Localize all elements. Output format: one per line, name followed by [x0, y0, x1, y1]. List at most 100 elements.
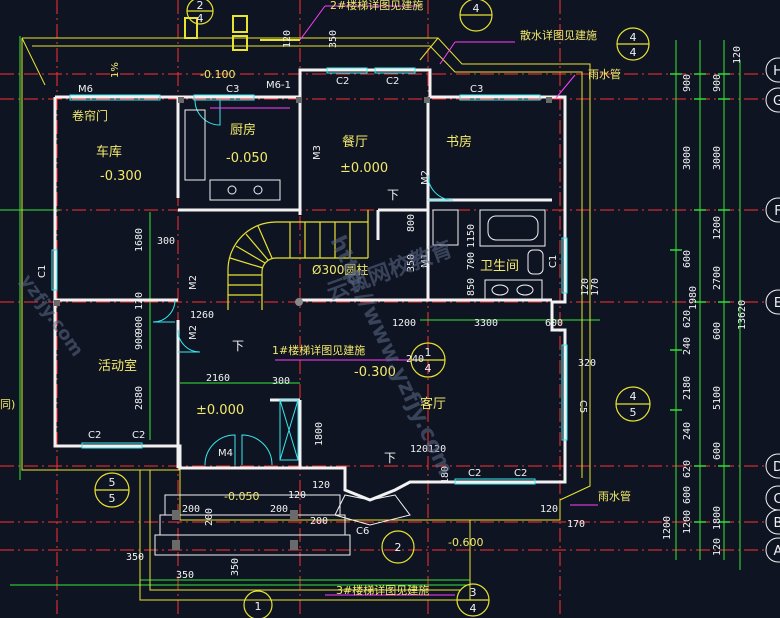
dim-320: 320 — [578, 358, 596, 369]
dim-3300: 3300 — [474, 318, 498, 329]
spiral-stair — [227, 210, 369, 310]
dim-r-2: 3000 — [712, 146, 723, 170]
tag-m6-1: M6-1 — [266, 80, 291, 91]
level-2: -0.050 — [224, 490, 259, 503]
tag-c2-a: C2 — [336, 76, 349, 87]
note-stair-top: 2#楼梯详图见建施 — [330, 0, 423, 12]
note-apron: 散水详图见建施 — [520, 28, 597, 42]
front-steps — [154, 494, 411, 556]
room-dining-level: ±0.000 — [340, 161, 388, 176]
tag-c1-b: C1 — [548, 255, 559, 268]
dim-r-1: 900 — [712, 74, 723, 92]
dim-700: 700 — [466, 252, 477, 270]
tag-c2-c: C2 — [88, 430, 101, 441]
tag-m2-c: M2 — [188, 325, 199, 340]
axis-B: B — [774, 516, 780, 531]
dim-900b: 900 — [134, 332, 145, 350]
dim-350t: 350 — [328, 30, 339, 48]
room-living-level: -0.300 — [354, 365, 396, 380]
dim-r-6: 600 — [712, 322, 723, 340]
dim-1200a: 1200 — [392, 318, 416, 329]
tag-m2-a: M2 — [420, 170, 431, 185]
callout-6-den: 4 — [470, 602, 477, 615]
dimension-ticks — [670, 73, 730, 523]
dim-120c: 120 — [312, 480, 330, 491]
leader-lines — [210, 5, 598, 596]
dim-r-8: 600 — [712, 442, 723, 460]
openings — [51, 67, 568, 485]
callout-3-num: 4 — [630, 390, 637, 403]
dim-200d: 200 — [310, 516, 328, 527]
dim-total: 13620 — [737, 300, 748, 330]
dim-ri-4: 240 — [682, 337, 693, 355]
note-shutter-door: 卷帘门 — [72, 108, 108, 123]
tag-c5: C5 — [577, 400, 588, 413]
tag-c2-f: C2 — [514, 468, 527, 479]
dim-1260: 1260 — [190, 310, 214, 321]
note-downpipe-1: 雨水管 — [588, 67, 621, 81]
tag-m2-b: M2 — [188, 275, 199, 290]
dim-180: 180 — [440, 466, 451, 484]
dim-200c: 200 — [270, 504, 288, 515]
axis-C: C — [773, 492, 780, 507]
callout-3-den: 5 — [630, 406, 637, 419]
dim-350b: 350 — [126, 552, 144, 563]
dim-ri-5: 2180 — [682, 376, 693, 400]
dim-1150: 1150 — [466, 224, 477, 248]
dim-120120: 120120 — [410, 444, 446, 455]
room-garage-level: -0.300 — [100, 169, 142, 184]
dim-2880: 2880 — [134, 386, 145, 410]
dim-900a: 900 — [134, 316, 145, 334]
round-column — [295, 298, 303, 306]
tag-c2-d: C2 — [132, 430, 145, 441]
dim-r-0: 120 — [732, 46, 743, 64]
room-bathroom-label: 卫生间 — [480, 259, 519, 274]
note-slope: 1% — [110, 62, 121, 78]
callout-2-den: 4 — [425, 362, 432, 375]
dim-240: 240 — [406, 354, 424, 365]
dim-300b: 300 — [272, 376, 290, 387]
dim-ri-6: 240 — [682, 422, 693, 440]
dim-ri-3: 620 — [682, 310, 693, 328]
dim-200b: 200 — [204, 508, 215, 526]
axis-A: A — [774, 544, 780, 559]
dim-170b: 170 — [567, 519, 585, 530]
dimension-lines — [0, 36, 741, 586]
dim-600a: 600 — [545, 318, 563, 329]
callout-8-num: 4 — [473, 2, 480, 15]
room-activity-label: 活动室 — [98, 358, 137, 374]
tag-c3-a: C3 — [226, 84, 239, 95]
callout-7-num: 1 — [255, 600, 262, 613]
dim-120a: 120 — [134, 292, 145, 310]
tag-m6: M6 — [78, 84, 93, 95]
tag-m3: M3 — [312, 145, 323, 160]
callout-0-num: 2 — [197, 0, 204, 12]
axis-E: E — [774, 296, 780, 311]
columns-front — [54, 97, 552, 550]
room-dining-label: 餐厅 — [342, 134, 368, 150]
dim-350c: 350 — [176, 570, 194, 581]
dim-120e: 120 — [540, 504, 558, 515]
dim-300a: 300 — [157, 236, 175, 247]
callout-5-num: 2 — [395, 541, 402, 554]
bath-fixtures — [184, 109, 546, 301]
note-up-2: 下 — [232, 339, 244, 353]
tag-c2-b: C2 — [386, 76, 399, 87]
level-3: -0.600 — [448, 536, 483, 549]
room-hall-level: ±0.000 — [196, 403, 244, 418]
note-stair-3: 3#楼梯详图见建施 — [336, 583, 429, 597]
dim-ri-0: 900 — [682, 74, 693, 92]
dim-ri-2: 600 — [682, 250, 693, 268]
dim-r-4: 2700 — [712, 266, 723, 290]
level-1: -0.100 — [200, 68, 235, 81]
dim-120b: 120 — [580, 278, 591, 296]
callout-6-num: 3 — [470, 586, 477, 599]
axis-F: F — [774, 204, 780, 219]
callout-4-num: 5 — [109, 476, 116, 489]
note-stair-1: 1#楼梯详图见建施 — [272, 343, 365, 357]
note-left-edge: 同) — [0, 398, 15, 411]
dim-r-3: 1200 — [712, 216, 723, 240]
tag-m1: M1 — [420, 253, 431, 268]
